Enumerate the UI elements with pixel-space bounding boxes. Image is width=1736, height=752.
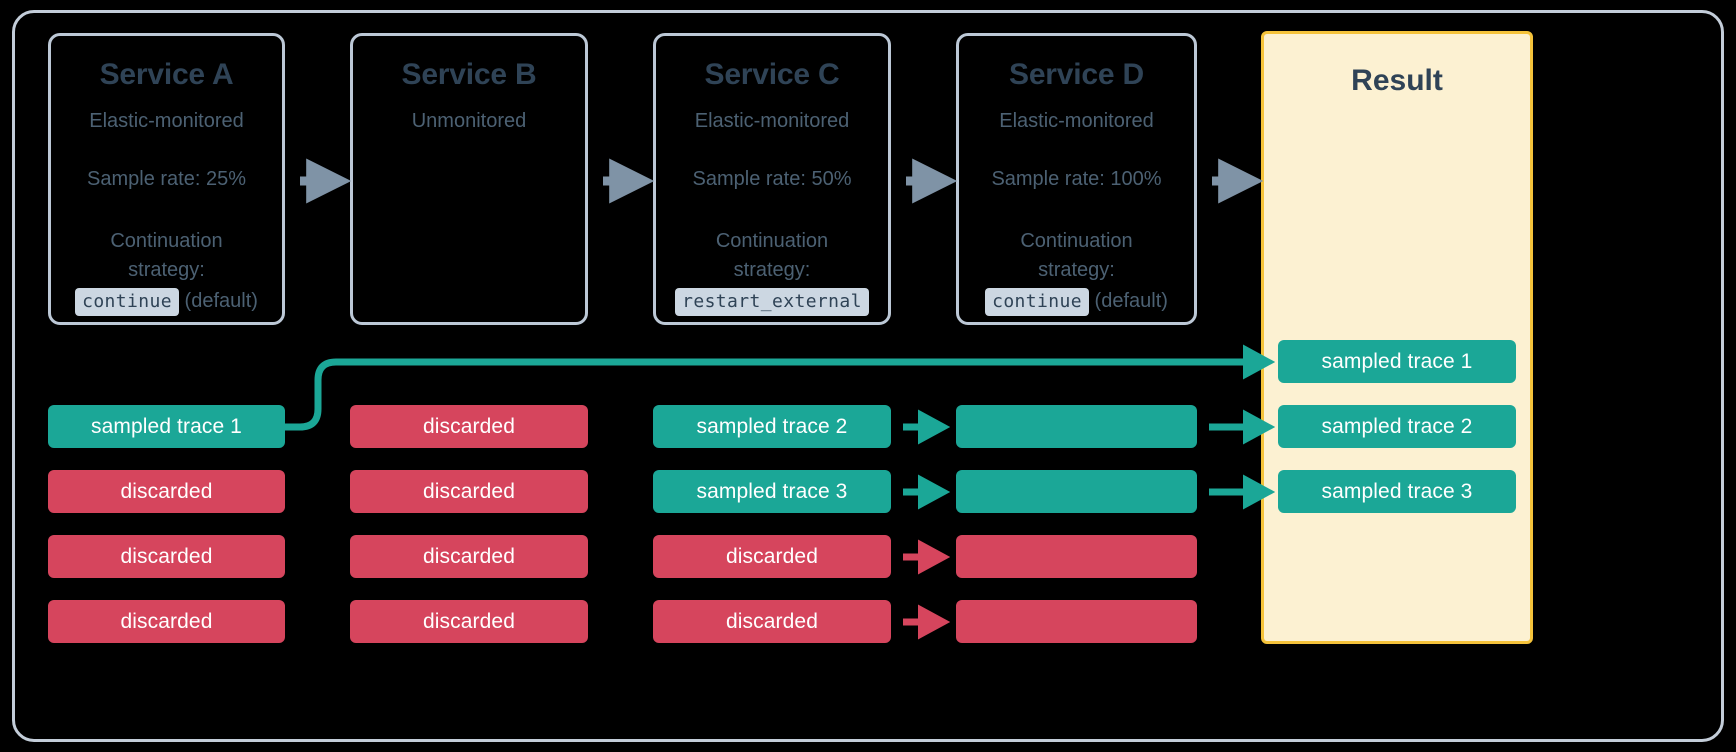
trace-pill-b2: discarded [350,470,588,513]
service-box-a: Service A Elastic-monitored Sample rate:… [48,33,285,325]
service-c-strategy-line2: strategy: [733,259,811,281]
service-a-strategy: Continuation strategy: continue (default… [51,227,282,316]
service-d-strategy-line2: strategy: [1038,259,1115,281]
service-a-sample-rate: Sample rate: 25% [87,168,246,190]
result-title: Result [1351,64,1443,97]
trace-pill-c4: discarded [653,600,891,643]
trace-pill-a1-label: sampled trace 1 [91,414,242,438]
service-c-strategy-value-row: restart_external [656,287,888,316]
service-a-strategy-badge: continue [75,288,179,316]
service-d-strategy: Continuation strategy: continue (default… [959,227,1194,316]
service-d-strategy-note: (default) [1094,290,1168,312]
result-panel: Result [1261,31,1533,644]
service-d-strategy-value-row: continue (default) [959,287,1194,316]
trace-pill-d1 [956,405,1197,448]
diagram-outer-frame [12,10,1724,742]
trace-pill-c1: sampled trace 2 [653,405,891,448]
trace-pill-c3-label: discarded [726,544,818,568]
service-c-title: Service C [704,58,840,91]
service-box-b: Service B Unmonitored [350,33,588,325]
service-box-d: Service D Elastic-monitored Sample rate:… [956,33,1197,325]
trace-pill-b1: discarded [350,405,588,448]
trace-pill-b3: discarded [350,535,588,578]
trace-pill-a4: discarded [48,600,285,643]
service-d-title: Service D [1009,58,1144,91]
result-trace-pill-1: sampled trace 1 [1278,340,1516,383]
trace-pill-c2: sampled trace 3 [653,470,891,513]
result-trace-pill-3: sampled trace 3 [1278,470,1516,513]
service-box-c: Service C Elastic-monitored Sample rate:… [653,33,891,325]
trace-pill-d4 [956,600,1197,643]
result-trace-pill-3-label: sampled trace 3 [1321,479,1473,503]
trace-pill-c1-label: sampled trace 2 [696,414,848,438]
trace-pill-a4-label: discarded [120,609,213,633]
service-c-sample-rate: Sample rate: 50% [692,168,852,190]
trace-pill-b2-label: discarded [423,479,515,503]
service-a-title: Service A [99,58,234,91]
service-b-title: Service B [401,58,537,91]
trace-pill-c4-label: discarded [726,609,818,633]
service-a-monitoring: Elastic-monitored [89,110,244,132]
trace-pill-b1-label: discarded [423,414,515,438]
result-trace-pill-2-label: sampled trace 2 [1321,414,1473,438]
service-a-strategy-line2: strategy: [128,259,205,281]
trace-pill-a3: discarded [48,535,285,578]
trace-pill-b4: discarded [350,600,588,643]
service-c-strategy-line1: Continuation [715,230,829,252]
result-trace-pill-2: sampled trace 2 [1278,405,1516,448]
service-d-strategy-line1: Continuation [1020,230,1133,252]
trace-pill-c3: discarded [653,535,891,578]
service-c-strategy-badge: restart_external [675,288,869,316]
trace-pill-b4-label: discarded [423,609,515,633]
trace-pill-a3-label: discarded [120,544,213,568]
trace-pill-b3-label: discarded [423,544,515,568]
service-d-sample-rate: Sample rate: 100% [991,168,1162,190]
trace-pill-d2 [956,470,1197,513]
service-b-monitoring: Unmonitored [411,110,527,132]
service-c-monitoring: Elastic-monitored [694,110,850,132]
trace-pill-a1: sampled trace 1 [48,405,285,448]
service-a-strategy-note: (default) [184,290,258,312]
trace-pill-c2-label: sampled trace 3 [696,479,848,503]
service-d-strategy-badge: continue [985,288,1089,316]
result-trace-pill-1-label: sampled trace 1 [1321,349,1473,373]
service-d-monitoring: Elastic-monitored [999,110,1154,132]
trace-pill-a2-label: discarded [120,479,213,503]
service-a-strategy-line1: Continuation [110,230,223,252]
service-c-strategy: Continuation strategy: restart_external [656,227,888,316]
trace-pill-d3 [956,535,1197,578]
trace-pill-a2: discarded [48,470,285,513]
service-a-strategy-value-row: continue (default) [51,287,282,316]
